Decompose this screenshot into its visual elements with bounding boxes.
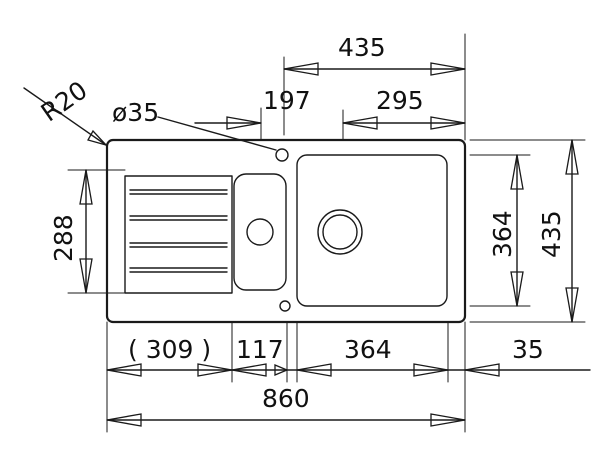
hole-leader xyxy=(157,116,277,151)
dim-bottom-edge: 35 xyxy=(512,335,544,364)
dim-top-overall: 435 xyxy=(338,33,386,62)
radius-leader xyxy=(23,87,107,146)
radius-label: R20 xyxy=(36,75,93,127)
dim-right-inner: 364 xyxy=(488,210,517,258)
tap-hole xyxy=(275,148,289,162)
main-bowl xyxy=(296,154,448,307)
dim-left-height: 288 xyxy=(49,214,78,262)
sink-outline xyxy=(105,138,467,324)
dim-top-right: 295 xyxy=(376,86,424,115)
dim-bottom-main-bowl: 364 xyxy=(344,335,392,364)
hole-diameter-label: ø35 xyxy=(112,98,159,127)
dim-right-outer: 435 xyxy=(537,210,566,258)
dim-bottom-drainer: ( 309 ) xyxy=(128,335,211,364)
drainer-area xyxy=(124,175,233,294)
dim-overall-width: 860 xyxy=(262,384,310,413)
main-bowl-drain xyxy=(317,209,363,255)
small-bowl xyxy=(233,173,287,291)
tap-hole-lower xyxy=(279,300,291,312)
dim-top-left: 197 xyxy=(263,86,311,115)
small-bowl-drain xyxy=(246,218,274,246)
main-bowl-drain-inner xyxy=(322,214,358,250)
dim-bottom-small-bowl: 117 xyxy=(236,335,284,364)
